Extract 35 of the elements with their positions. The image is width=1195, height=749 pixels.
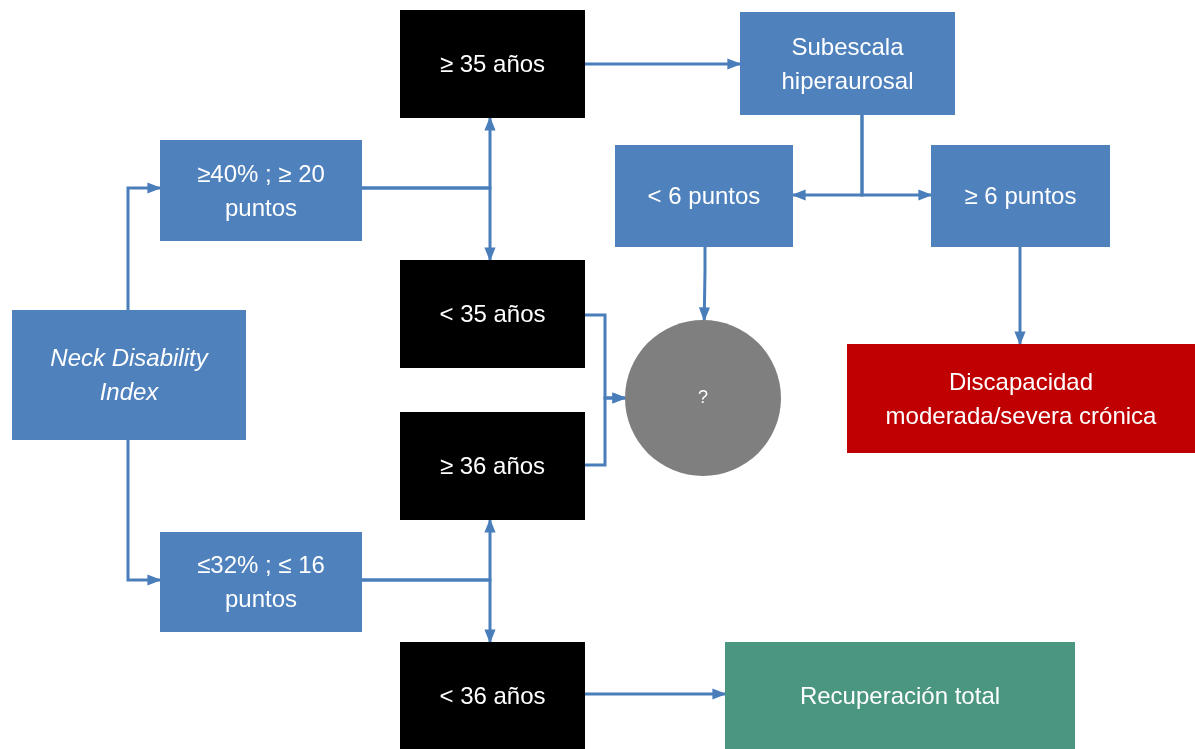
process-box (160, 532, 362, 632)
node-label: ≥ 35 años (439, 49, 546, 80)
process-box (931, 145, 1110, 247)
node-label: Subescala hiperaurosal (780, 31, 915, 96)
outcome-box (725, 642, 1075, 749)
arrow (126, 440, 162, 586)
node-label: ? (698, 386, 708, 410)
node-label: ≥40% ; ≥ 20 puntos (196, 158, 326, 223)
arrow (585, 392, 627, 467)
arrow (860, 115, 933, 201)
node-label: Discapacidad moderada/severa crónica (884, 366, 1158, 431)
node-label: ≥ 36 años (439, 451, 546, 482)
arrow (362, 186, 496, 262)
node-label: ≤32% ; ≤ 16 puntos (196, 550, 326, 614)
arrow (126, 182, 162, 310)
node-label: ≥ 6 puntos (964, 181, 1077, 212)
age-box (400, 412, 585, 520)
process-box (160, 140, 362, 241)
node-label: Neck Disability Index (49, 343, 210, 407)
outcome-box (847, 344, 1195, 453)
node-label: < 35 años (439, 299, 546, 330)
age-box (400, 260, 585, 368)
arrow (585, 58, 742, 70)
node-label: < 36 años (439, 680, 546, 711)
node-label: < 6 puntos (647, 181, 761, 212)
age-box (400, 642, 585, 749)
arrow (362, 578, 496, 644)
arrow (585, 688, 727, 700)
arrow (1014, 247, 1026, 346)
process-box (615, 145, 793, 247)
node-label: Recuperación total (799, 680, 1001, 711)
age-box (400, 10, 585, 118)
process-box (740, 12, 955, 115)
start-box (12, 310, 246, 440)
arrow (698, 247, 710, 322)
